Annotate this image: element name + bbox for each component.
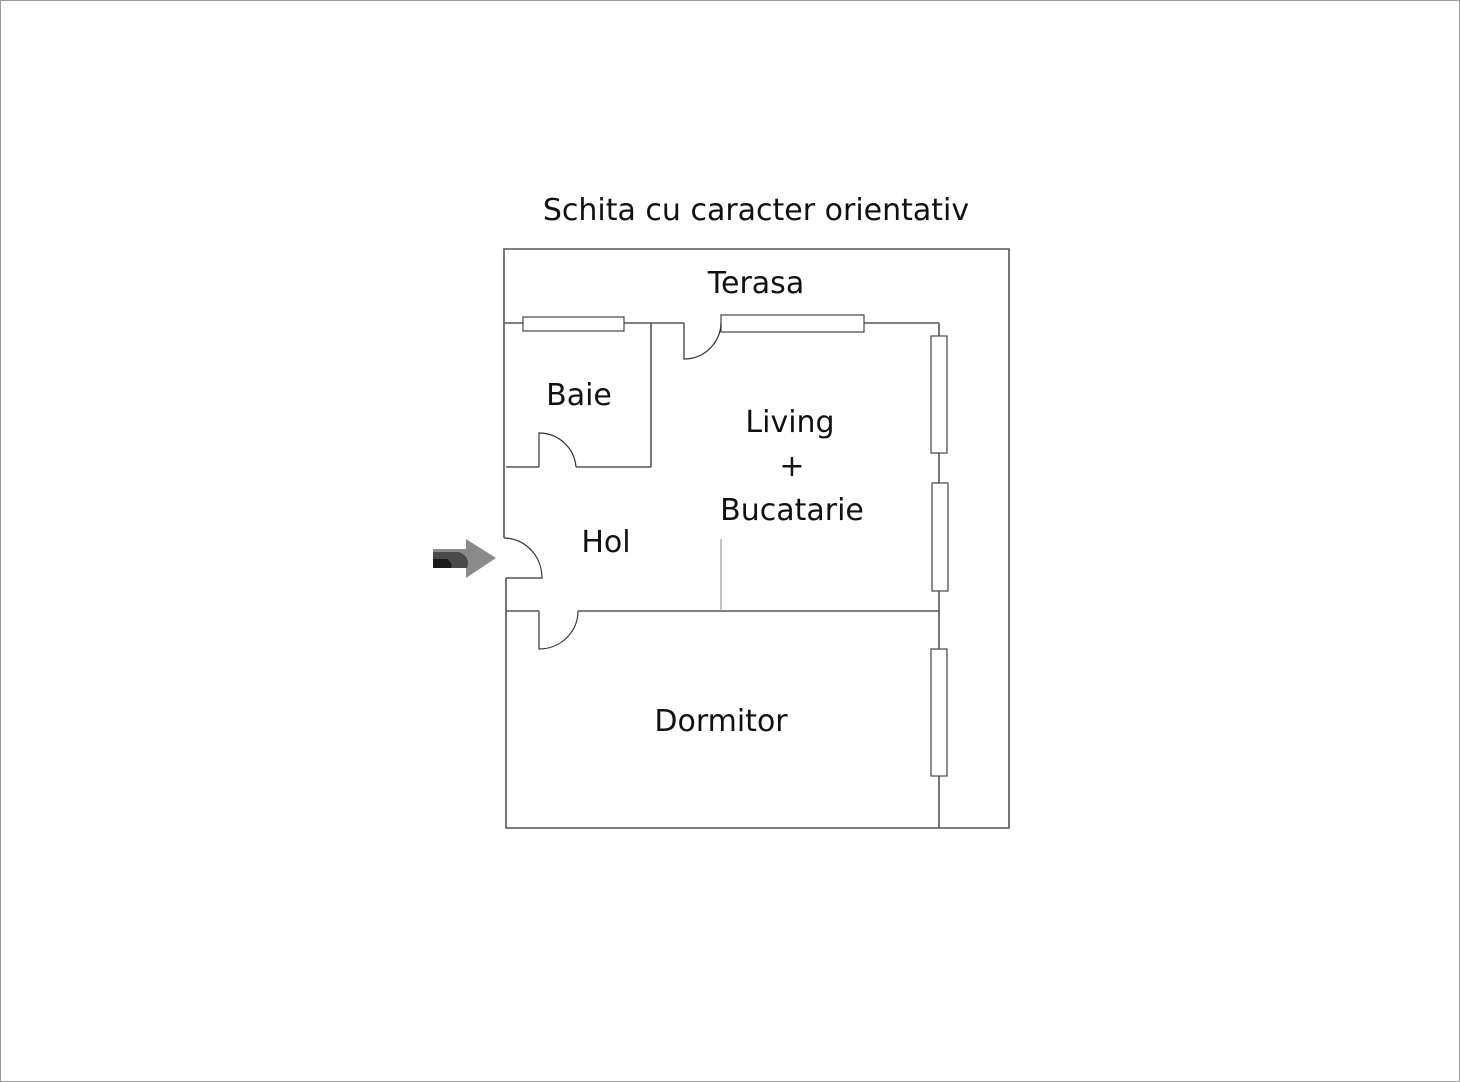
room-label-baie: Baie [546, 378, 612, 413]
room-label-living: Living [745, 405, 834, 440]
room-label-dormitor: Dormitor [654, 704, 788, 739]
door-terrace [683, 322, 722, 360]
window-bathroom [522, 316, 625, 332]
door-bedroom [538, 610, 579, 650]
window-living-top [720, 314, 865, 333]
room-label-hol: Hol [581, 525, 630, 560]
window-bedroom [930, 648, 948, 777]
doors [503, 322, 722, 650]
room-label-terasa: Terasa [707, 266, 804, 301]
window-living-right-1 [930, 335, 948, 454]
plan-title: Schita cu caracter orientativ [543, 193, 969, 228]
door-bathroom [538, 432, 577, 468]
door-entrance [503, 537, 543, 579]
room-label-bucatarie: Bucatarie [720, 493, 864, 528]
outer-walls [503, 248, 1010, 829]
window-living-right-2 [931, 482, 949, 592]
windows [522, 314, 949, 777]
room-label-plus: + [779, 449, 804, 484]
entrance-arrow-icon [433, 539, 496, 578]
